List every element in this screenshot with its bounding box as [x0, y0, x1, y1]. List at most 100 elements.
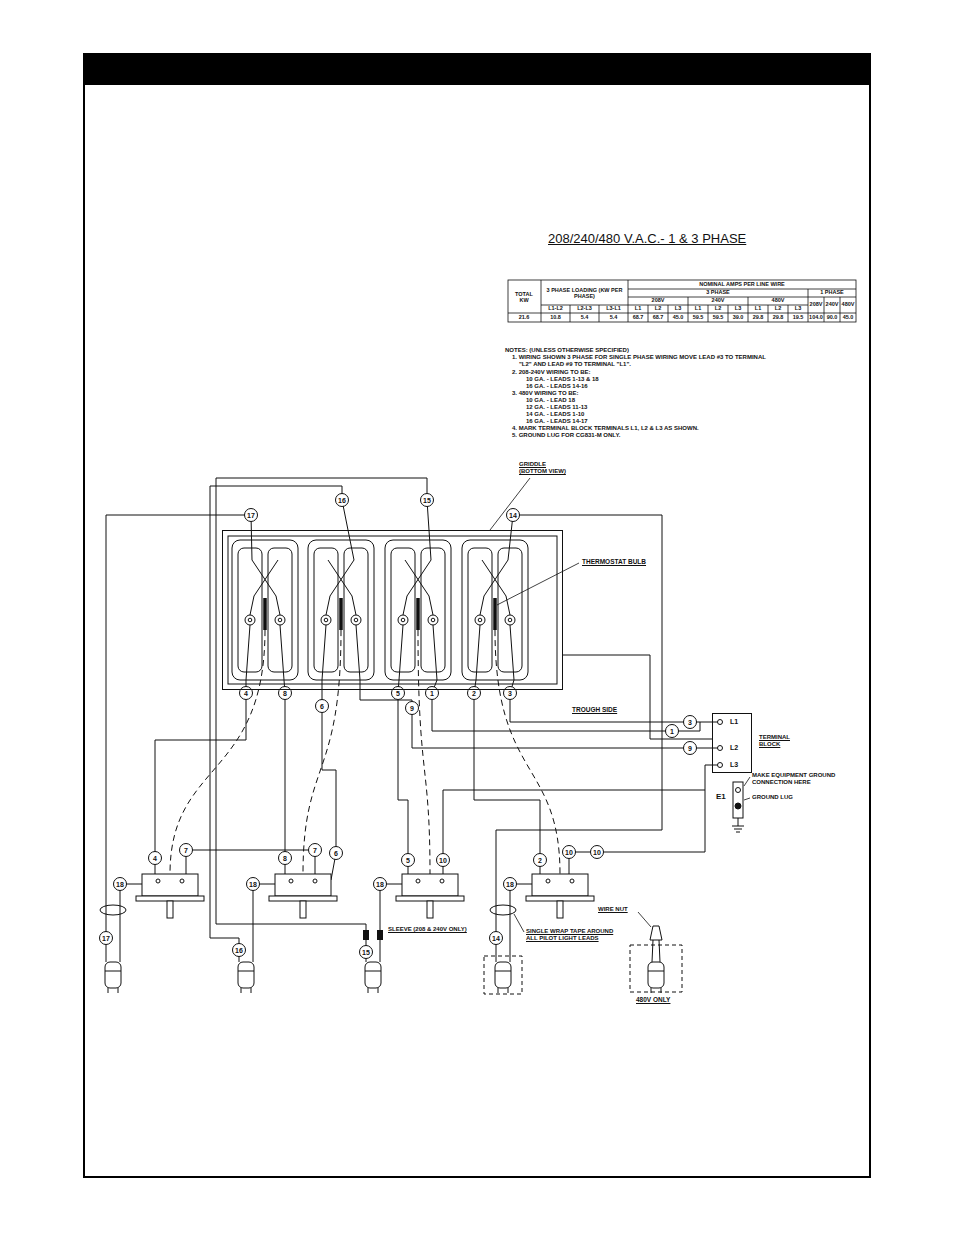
ground-lug-symbol: [734, 829, 742, 830]
table-cell: 3 PHASE LOADING (KW PER PHASE): [543, 288, 627, 299]
wire-number-circle: [330, 847, 343, 860]
wire: [380, 884, 381, 962]
table-cell: L2: [715, 306, 721, 312]
wire-number: 15: [362, 949, 370, 956]
wire-number: 7: [184, 847, 188, 854]
wire-number-circle: [309, 844, 322, 857]
amps-table-grid: [570, 305, 571, 322]
note-text: 2. 208-240V WIRING TO BE:: [512, 369, 591, 376]
wire-nut: [650, 926, 662, 940]
wire-number: 15: [423, 497, 431, 504]
terminal-screw: [718, 763, 723, 768]
amps-table-grid: [508, 313, 856, 314]
wire-number: 10: [593, 849, 601, 856]
table-cell: L3: [735, 306, 741, 312]
note-text: 16 GA. - LEADS 14-16: [526, 383, 588, 390]
amps-table-grid: [768, 305, 769, 322]
amps-table-grid: [788, 305, 789, 322]
wire-connector: [563, 655, 712, 739]
dashed-outline: [630, 945, 682, 992]
wire-number: 9: [410, 705, 414, 712]
callout-label: 480V ONLY: [636, 996, 670, 1003]
wire-number-circle: [247, 878, 260, 891]
ground-lug-symbol: [736, 832, 740, 833]
griddle-elements: [228, 536, 557, 684]
node-text: L1: [730, 718, 738, 726]
wire: [186, 850, 315, 851]
table-cell: 68.7: [653, 315, 664, 321]
wire: [285, 693, 286, 858]
wire-number: 18: [116, 881, 124, 888]
table-cell: 29.8: [753, 315, 764, 321]
wire-number-circle: [437, 854, 450, 867]
thermostat-symbol: [136, 874, 204, 918]
note-text: 4. MARK TERMINAL BLOCK TERMINALS L1, L2 …: [512, 425, 699, 432]
wire: [106, 515, 245, 962]
thermostat-capillary: [303, 630, 341, 874]
wire: [474, 693, 540, 860]
wire: [253, 884, 254, 962]
wire-number: 18: [376, 881, 384, 888]
sleeve: [363, 930, 383, 940]
terminal-screw: [718, 720, 723, 725]
leader-line: [490, 478, 750, 932]
node-text: L2: [730, 744, 738, 752]
amps-table-grid: [599, 305, 600, 322]
wire-nut: [659, 940, 660, 962]
wire-number: 4: [244, 690, 248, 697]
wire-number: 18: [249, 881, 257, 888]
note-text: 3. 480V WIRING TO BE:: [512, 390, 579, 397]
ground-lug-symbol: [733, 782, 743, 818]
table-cell: L2-L3: [577, 306, 592, 312]
table-cell: L2: [775, 306, 781, 312]
callout-label: WIRE NUT: [598, 906, 628, 913]
griddle-elements: [232, 540, 298, 680]
wire: [106, 478, 720, 962]
note-text: 10 GA. - LEADS 1-13 & 18: [526, 376, 599, 383]
wire: [398, 693, 408, 860]
wire-number-circle: [392, 687, 405, 700]
wire-number-circle: [421, 494, 434, 507]
wire-number: 6: [320, 703, 324, 710]
table-cell: L3: [795, 306, 801, 312]
wire: [120, 884, 121, 962]
table-cell: L3-L1: [606, 306, 621, 312]
amps-table-grid: [708, 305, 709, 322]
wire-number-circle: [426, 687, 439, 700]
wire-number: 8: [283, 690, 287, 697]
griddle-outline: GRIDDLE (BOTTOM VIEW): [222, 530, 563, 690]
amps-table-grid: [688, 297, 689, 322]
thermostat-symbol: [136, 874, 594, 918]
callout-label: THERMOSTAT BULB: [582, 558, 646, 565]
table-cell: 59.5: [713, 315, 724, 321]
table-cell: 480V: [772, 298, 785, 304]
sleeve: [363, 930, 369, 940]
wire-number: 10: [565, 849, 573, 856]
wire-number-circle: [684, 742, 697, 755]
diagram-title: 208/240/480 V.A.C.- 1 & 3 PHASE: [548, 232, 746, 247]
table-cell: TOTAL KW: [510, 292, 538, 303]
wire-number-circle: [100, 932, 113, 945]
table-cell: 240V: [826, 302, 839, 308]
leader-line: [744, 777, 750, 786]
wire-number-circle: [504, 687, 517, 700]
table-cell: 5.4: [581, 315, 589, 321]
note-text: 1. WIRING SHOWN 3 PHASE FOR SINGLE PHASE…: [512, 354, 769, 368]
amps-table-grid: [541, 280, 542, 322]
leader-line: [744, 798, 750, 800]
amps-table-grid: [840, 297, 841, 322]
wire-number-circle: [374, 878, 387, 891]
wire-number: 3: [688, 719, 692, 726]
thermostat-capillary: [418, 630, 430, 874]
wire-number: 2: [538, 857, 542, 864]
wire: [510, 884, 511, 962]
table-cell: 21.6: [519, 315, 530, 321]
wire-number-circle: [406, 702, 419, 715]
wire-number: 17: [102, 935, 110, 942]
table-cell: L1-L2: [548, 306, 563, 312]
wire-number-circle: [149, 852, 162, 865]
wire: [210, 486, 342, 962]
wire-number-circle: [279, 687, 292, 700]
